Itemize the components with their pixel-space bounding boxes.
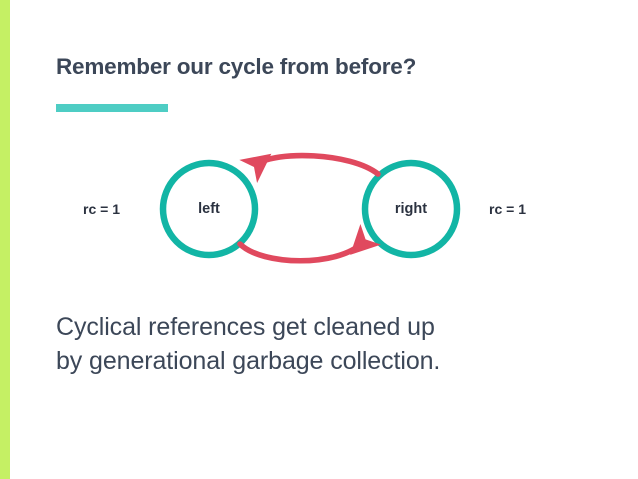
node-circle-left (159, 159, 259, 259)
diagram-svg (159, 152, 461, 264)
refcount-label-right: rc = 1 (489, 201, 526, 217)
left-accent-bar (0, 0, 10, 479)
edge-right-to-left (239, 152, 381, 184)
refcount-label-left: rc = 1 (83, 201, 120, 217)
node-label-right: right (394, 201, 428, 217)
title-underline-rule (56, 104, 168, 112)
node-circle-right (361, 159, 461, 259)
body-paragraph: Cyclical references get cleaned up by ge… (56, 310, 616, 378)
body-line-2: by generational garbage collection. (56, 347, 441, 375)
edge-left-to-right (237, 223, 382, 264)
page-title: Remember our cycle from before? (56, 54, 417, 79)
node-label-left: left (198, 201, 220, 217)
reference-cycle-diagram: left right rc = 1 rc = 1 (0, 130, 638, 290)
body-line-1: Cyclical references get cleaned up (56, 313, 435, 341)
